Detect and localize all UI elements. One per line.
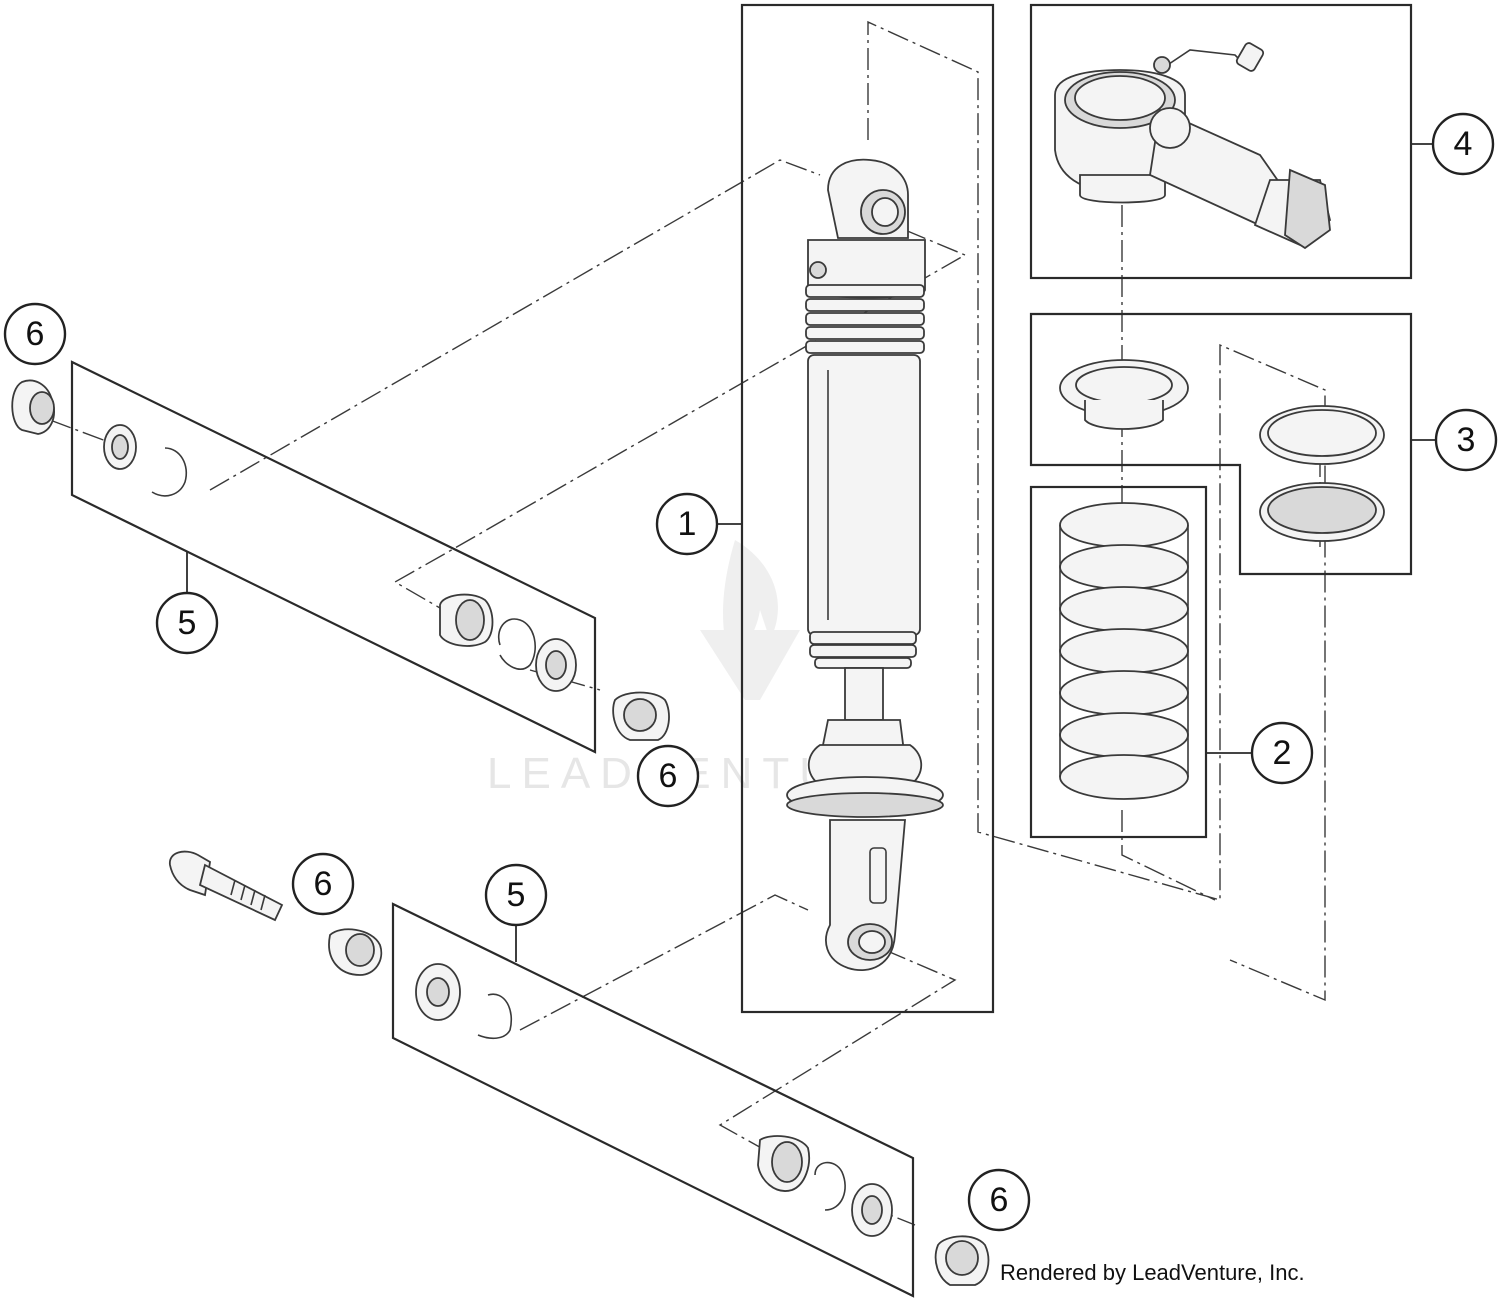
- spring-frame: [1029, 485, 1208, 839]
- callout-6-lower-right-label: 6: [990, 1181, 1009, 1219]
- callout-3: 3: [1434, 408, 1498, 472]
- kit-frames: [70, 3, 1413, 1298]
- callout-4-label: 4: [1454, 125, 1473, 163]
- callout-6-lower-right: 6: [967, 1168, 1031, 1232]
- callout-3-label: 3: [1457, 421, 1476, 459]
- render-credit: Rendered by LeadVenture, Inc.: [1000, 1260, 1305, 1285]
- callout-2-label: 2: [1273, 734, 1292, 772]
- seal-kit-frame: [1029, 312, 1413, 576]
- callout-5-upper-label: 5: [178, 604, 197, 642]
- bushing-kit-frame-upper: [70, 360, 597, 754]
- callout-1: 1: [655, 492, 719, 556]
- adjuster-kit-frame: [1029, 3, 1413, 280]
- watermark-v-icon: [700, 630, 800, 700]
- callout-6-upper-left: 6: [3, 302, 67, 366]
- lower-bushing-parts: [169, 850, 990, 1286]
- callout-6-lower-left: 6: [291, 852, 355, 916]
- callout-6-lower-left-label: 6: [314, 865, 333, 903]
- callout-6-upper-right: 6: [636, 744, 700, 808]
- spring: [1059, 502, 1189, 800]
- leader-lines: [186, 143, 1437, 962]
- callout-5-lower-label: 5: [507, 876, 526, 914]
- upper-bushing-parts: [11, 379, 670, 741]
- shock-reservoir-fins: [805, 284, 925, 354]
- seal-kit-parts: [1059, 359, 1385, 542]
- callout-6-upper-right-label: 6: [659, 757, 678, 795]
- shock-absorber: [786, 158, 944, 972]
- callout-4: 4: [1431, 112, 1495, 176]
- callout-6-upper-left-label: 6: [26, 315, 45, 353]
- bolt: [169, 850, 284, 922]
- bushing-kit-frame-lower: [391, 902, 915, 1298]
- callout-2: 2: [1250, 721, 1314, 785]
- shock-frame: [740, 3, 995, 1014]
- callout-5-upper: 5: [155, 591, 219, 655]
- adjuster-assembly: [1054, 42, 1332, 250]
- callout-1-label: 1: [678, 505, 697, 543]
- callout-5-lower: 5: [484, 863, 548, 927]
